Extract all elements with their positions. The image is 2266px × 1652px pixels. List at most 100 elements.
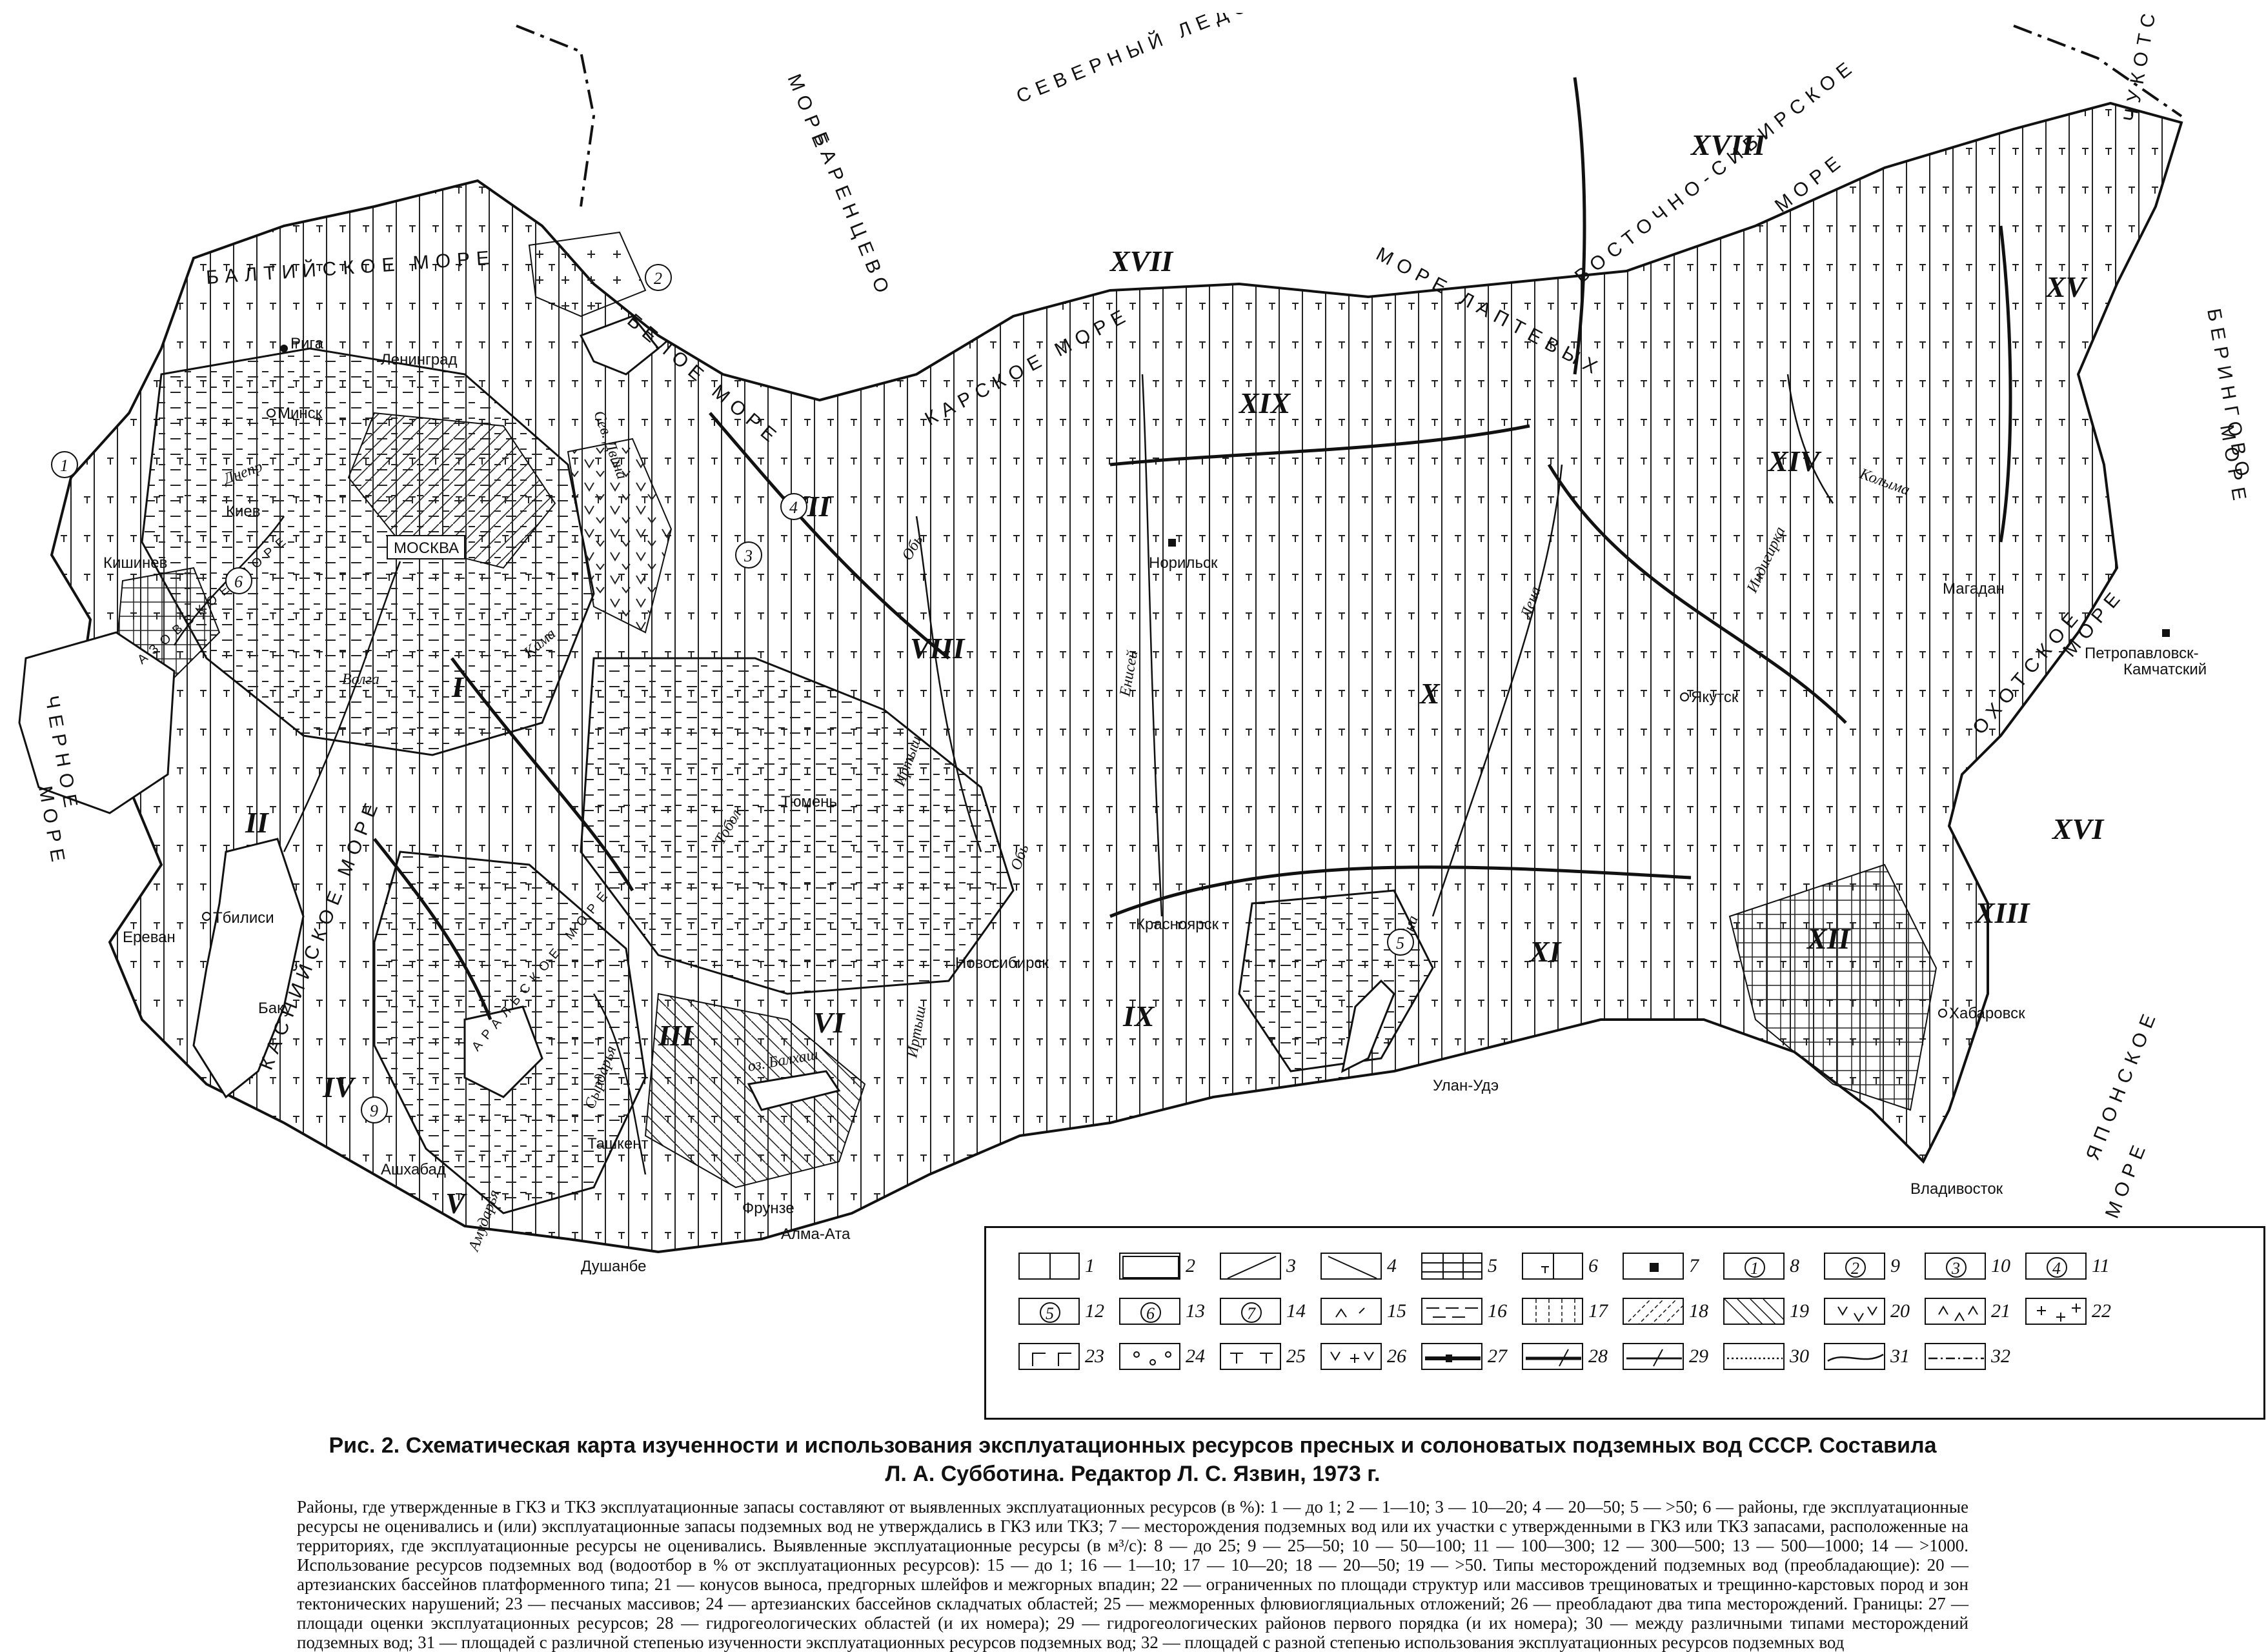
- svg-text:6: 6: [234, 572, 243, 591]
- region-numerals: I II III IV V VI VII VIII IX X XI XII XI…: [245, 128, 2105, 1220]
- legend-number: 12: [1085, 1300, 1104, 1322]
- svg-text:9: 9: [370, 1102, 378, 1120]
- sea-label-north-ocean: СЕВЕРНЫЙ ЛЕДОВИТЫЙ ОКЕАН: [1013, 13, 1453, 107]
- legend-number: 20: [1890, 1300, 1910, 1322]
- legend-swatch: [1723, 1343, 1785, 1370]
- city-magadan: Магадан: [1943, 580, 2005, 598]
- legend-number: 19: [1790, 1300, 1809, 1322]
- region-label: XVIII: [1690, 128, 1766, 161]
- city-tashkent: Ташкент: [587, 1135, 649, 1153]
- legend-number: 11: [2092, 1255, 2110, 1276]
- city-tyumen: Тюмень: [781, 793, 837, 811]
- legend-number: 23: [1085, 1345, 1104, 1367]
- caption-title: Рис. 2. Схематическая карта изученности …: [297, 1431, 1968, 1488]
- legend-item: 5: [1421, 1253, 1513, 1280]
- city-dushanbe: Душанбе: [581, 1258, 646, 1275]
- legend-number: 32: [1991, 1345, 2010, 1367]
- legend-swatch: [1824, 1343, 1885, 1370]
- legend-number: 2: [1186, 1255, 1195, 1276]
- city-ashkhabad: Ашхабад: [381, 1161, 446, 1178]
- legend-number: 6: [1588, 1255, 1598, 1276]
- city-minsk: Минск: [278, 405, 323, 422]
- region-boundaries: [373, 77, 2012, 1020]
- legend-number: 22: [2092, 1300, 2111, 1322]
- legend-swatch: 5: [1018, 1298, 1080, 1325]
- legend-item: 19: [1723, 1298, 1815, 1325]
- legend-item: 1: [1018, 1253, 1110, 1280]
- legend-swatch: [1421, 1298, 1482, 1325]
- legend-item: 30: [1723, 1343, 1815, 1370]
- legend-swatch: 1: [1723, 1253, 1785, 1280]
- district-markers: 1 2 3 4 5 6 9: [51, 264, 1414, 1123]
- legend-number: 5: [1488, 1255, 1497, 1276]
- sea-label-japan-more: МОРЕ: [2101, 1136, 2152, 1221]
- caption-title-line1: Рис. 2. Схематическая карта изученности …: [329, 1433, 1937, 1458]
- region-label: XIII: [1974, 896, 2030, 929]
- region-label: XVI: [2051, 812, 2105, 845]
- svg-text:4: 4: [789, 498, 798, 517]
- west-siberian-zone: [580, 657, 1015, 995]
- legend-number: 17: [1588, 1300, 1608, 1322]
- legend-item: 27: [1421, 1343, 1513, 1370]
- legend-item: 28: [1522, 1343, 1614, 1370]
- sea-label-barents: БАРЕНЦЕВО: [809, 129, 896, 302]
- city-novosibirsk: Новосибирск: [955, 954, 1049, 972]
- balkhash-lake: [747, 1070, 841, 1111]
- region-label: XI: [1528, 935, 1563, 968]
- region-label: V: [445, 1187, 467, 1220]
- city-kiev: Киев: [226, 503, 260, 520]
- legend-swatch: [1522, 1253, 1583, 1280]
- svg-text:4: 4: [2052, 1259, 2061, 1278]
- baikal-zone: [1238, 889, 1434, 1073]
- legend-swatch: [1220, 1343, 1281, 1370]
- legend-swatch: [2025, 1298, 2087, 1325]
- svg-text:6: 6: [1146, 1304, 1155, 1323]
- kola-plus-zone: [528, 231, 647, 317]
- legend-item: 23: [1018, 1343, 1110, 1370]
- legend-swatch: 2: [1824, 1253, 1885, 1280]
- legend-item: 20: [1824, 1298, 1916, 1325]
- legend-item: 3: [1220, 1253, 1311, 1280]
- map: СЕВЕРНЫЙ ЛЕДОВИТЫЙ ОКЕАН БАРЕНЦЕВО МОРЕ …: [13, 13, 2265, 1420]
- legend-item: 15: [1320, 1298, 1412, 1325]
- svg-text:3: 3: [744, 547, 753, 565]
- city-frunze: Фрунзе: [742, 1200, 794, 1217]
- sea-label-japan: ЯПОНСКОЕ: [2082, 1005, 2162, 1163]
- city-riga: Рига: [290, 335, 324, 352]
- legend-item: 24: [1119, 1343, 1211, 1370]
- state-border-east: [2013, 25, 2183, 117]
- svg-text:2: 2: [1851, 1259, 1859, 1278]
- legend-number: 10: [1991, 1255, 2010, 1276]
- legend-swatch: 3: [1925, 1253, 1986, 1280]
- svg-text:1: 1: [1750, 1259, 1759, 1278]
- baikal-lake: [1340, 979, 1395, 1073]
- legend-item: 29: [1623, 1343, 1714, 1370]
- legend-number: 3: [1286, 1255, 1296, 1276]
- legend-number: 28: [1588, 1345, 1608, 1367]
- legend-swatch: 6: [1119, 1298, 1180, 1325]
- legend-swatch: [1119, 1343, 1180, 1370]
- legend-number: 4: [1387, 1255, 1397, 1276]
- legend-item: 17: [1522, 1298, 1614, 1325]
- legend-number: 26: [1387, 1345, 1406, 1367]
- region-label: XII: [1806, 922, 1852, 955]
- city-yakutsk: Якутск: [1691, 689, 1739, 706]
- legend-number: 8: [1790, 1255, 1799, 1276]
- legend-number: 16: [1488, 1300, 1507, 1322]
- legend-item: 18: [1623, 1298, 1714, 1325]
- legend-number: 9: [1890, 1255, 1900, 1276]
- svg-text:7: 7: [1247, 1304, 1256, 1323]
- svg-text:5: 5: [1396, 934, 1404, 952]
- city-khabarovsk: Хабаровск: [1949, 1005, 2025, 1022]
- legend-swatch: [1623, 1253, 1684, 1280]
- aral-sea: [463, 1005, 543, 1098]
- cities: Рига Ленинград Минск Киев Кишинев МОСКВА…: [103, 335, 2207, 1275]
- city-petropavlovsk: Петропавловск-: [2085, 645, 2199, 662]
- svg-text:1: 1: [60, 456, 68, 475]
- city-leningrad: Ленинград: [381, 351, 457, 368]
